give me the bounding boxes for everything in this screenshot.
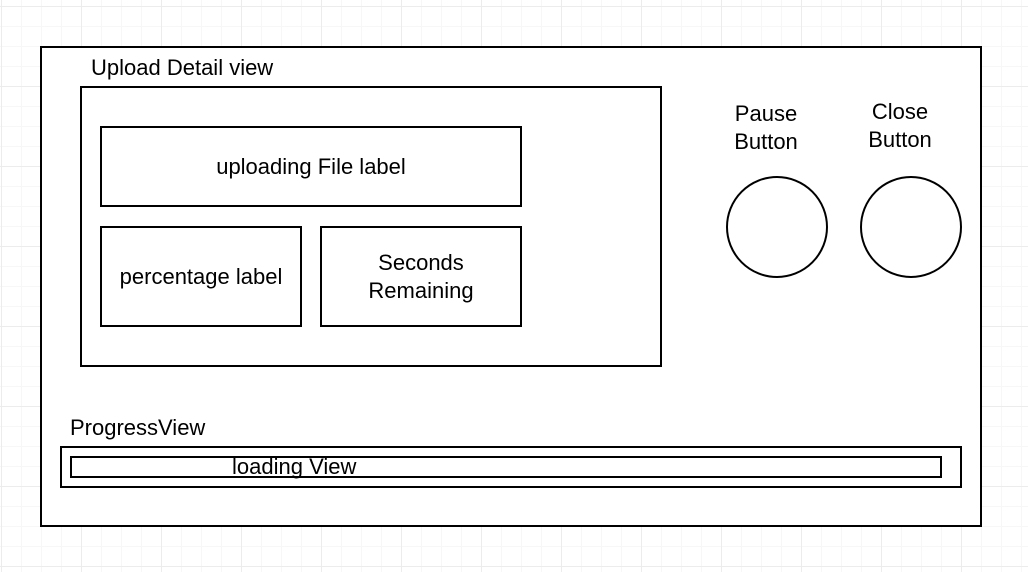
uploading-file-label-text: uploading File label: [216, 153, 406, 179]
loading-view: loading View: [70, 454, 942, 479]
pause-button[interactable]: [726, 176, 828, 278]
progress-view-title: ProgressView: [70, 415, 206, 440]
pause-button-caption: Pause Button: [734, 101, 798, 154]
loading-view-label: loading View: [232, 454, 357, 479]
uploading-file-label: uploading File label: [100, 126, 522, 207]
seconds-remaining-label-text: Seconds Remaining: [368, 249, 474, 303]
percentage-label: percentage label: [100, 226, 302, 327]
percentage-label-text: percentage label: [119, 263, 283, 289]
seconds-remaining-label: Seconds Remaining: [320, 226, 522, 327]
upload-detail-title: Upload Detail view: [91, 55, 274, 80]
close-button-caption: Close Button: [868, 99, 932, 152]
close-button[interactable]: [860, 176, 962, 278]
